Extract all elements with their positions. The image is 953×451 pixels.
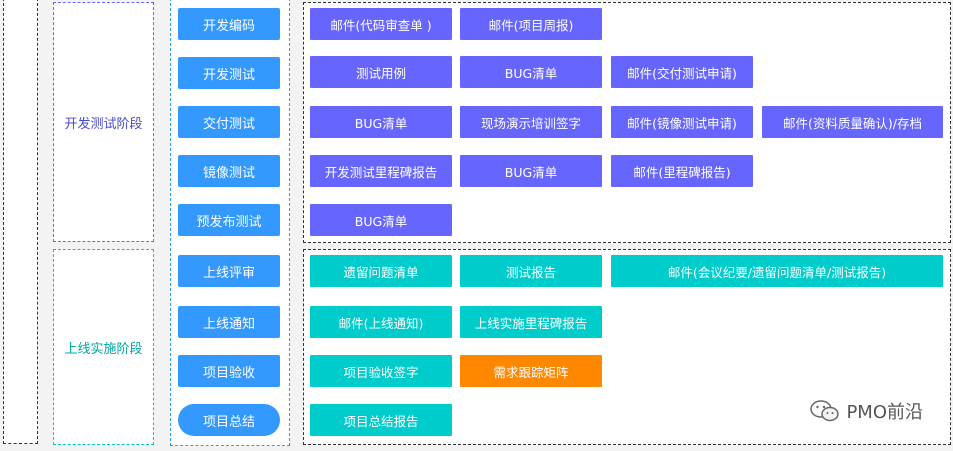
watermark-text: PMO前沿: [846, 402, 923, 423]
doc-requirements-traceability: 需求跟踪矩阵: [460, 355, 602, 387]
doc-mirror-test-mail: 邮件(镜像测试申请): [611, 106, 753, 138]
doc-bug-list: BUG清单: [310, 106, 452, 138]
doc-open-issues-list: 遗留问题清单: [310, 255, 452, 287]
doc-milestone-mail: 邮件(里程碑报告): [611, 155, 753, 187]
doc-weekly-report-mail: 邮件(项目周报): [460, 8, 602, 40]
doc-bug-list: BUG清单: [310, 204, 452, 236]
doc-project-summary-report: 项目总结报告: [310, 404, 452, 436]
phase-go-live: 上线实施阶段: [53, 249, 154, 445]
doc-test-cases: 测试用例: [310, 56, 452, 88]
phase-dev-label: 开发测试阶段: [64, 116, 143, 132]
doc-launch-milestone-report: 上线实施里程碑报告: [460, 306, 602, 338]
step-delivery-test: 交付测试: [178, 106, 280, 138]
step-mirror-test: 镜像测试: [178, 155, 280, 187]
watermark: PMO前沿: [810, 398, 923, 424]
doc-code-review-mail: 邮件(代码审查单 ): [310, 8, 452, 40]
doc-launch-notice-mail: 邮件(上线通知): [310, 306, 452, 338]
doc-demo-training-signoff: 现场演示培训签字: [460, 106, 602, 138]
step-dev-testing: 开发测试: [178, 57, 280, 89]
wechat-icon: [810, 399, 840, 423]
doc-acceptance-signoff: 项目验收签字: [310, 355, 452, 387]
doc-meeting-minutes-mail: 邮件(会议纪要/遗留问题清单/测试报告): [611, 255, 943, 287]
doc-milestone-report: 开发测试里程碑报告: [310, 155, 452, 187]
phase-live-label: 上线实施阶段: [64, 341, 143, 357]
doc-bug-list: BUG清单: [460, 155, 602, 187]
step-dev-coding: 开发编码: [178, 8, 280, 40]
step-acceptance: 项目验收: [178, 355, 280, 387]
doc-test-report: 测试报告: [460, 255, 602, 287]
left-column: [3, 0, 38, 444]
doc-delivery-test-mail: 邮件(交付测试申请): [611, 56, 753, 88]
step-prerelease-test: 预发布测试: [178, 204, 280, 236]
step-launch-notice: 上线通知: [178, 306, 280, 338]
step-summary: 项目总结: [178, 404, 280, 436]
phase-dev-test: 开发测试阶段: [53, 2, 154, 242]
doc-quality-confirm-mail: 邮件(资料质量确认)/存档: [762, 106, 943, 138]
step-launch-review: 上线评审: [178, 255, 280, 287]
doc-bug-list: BUG清单: [460, 56, 602, 88]
